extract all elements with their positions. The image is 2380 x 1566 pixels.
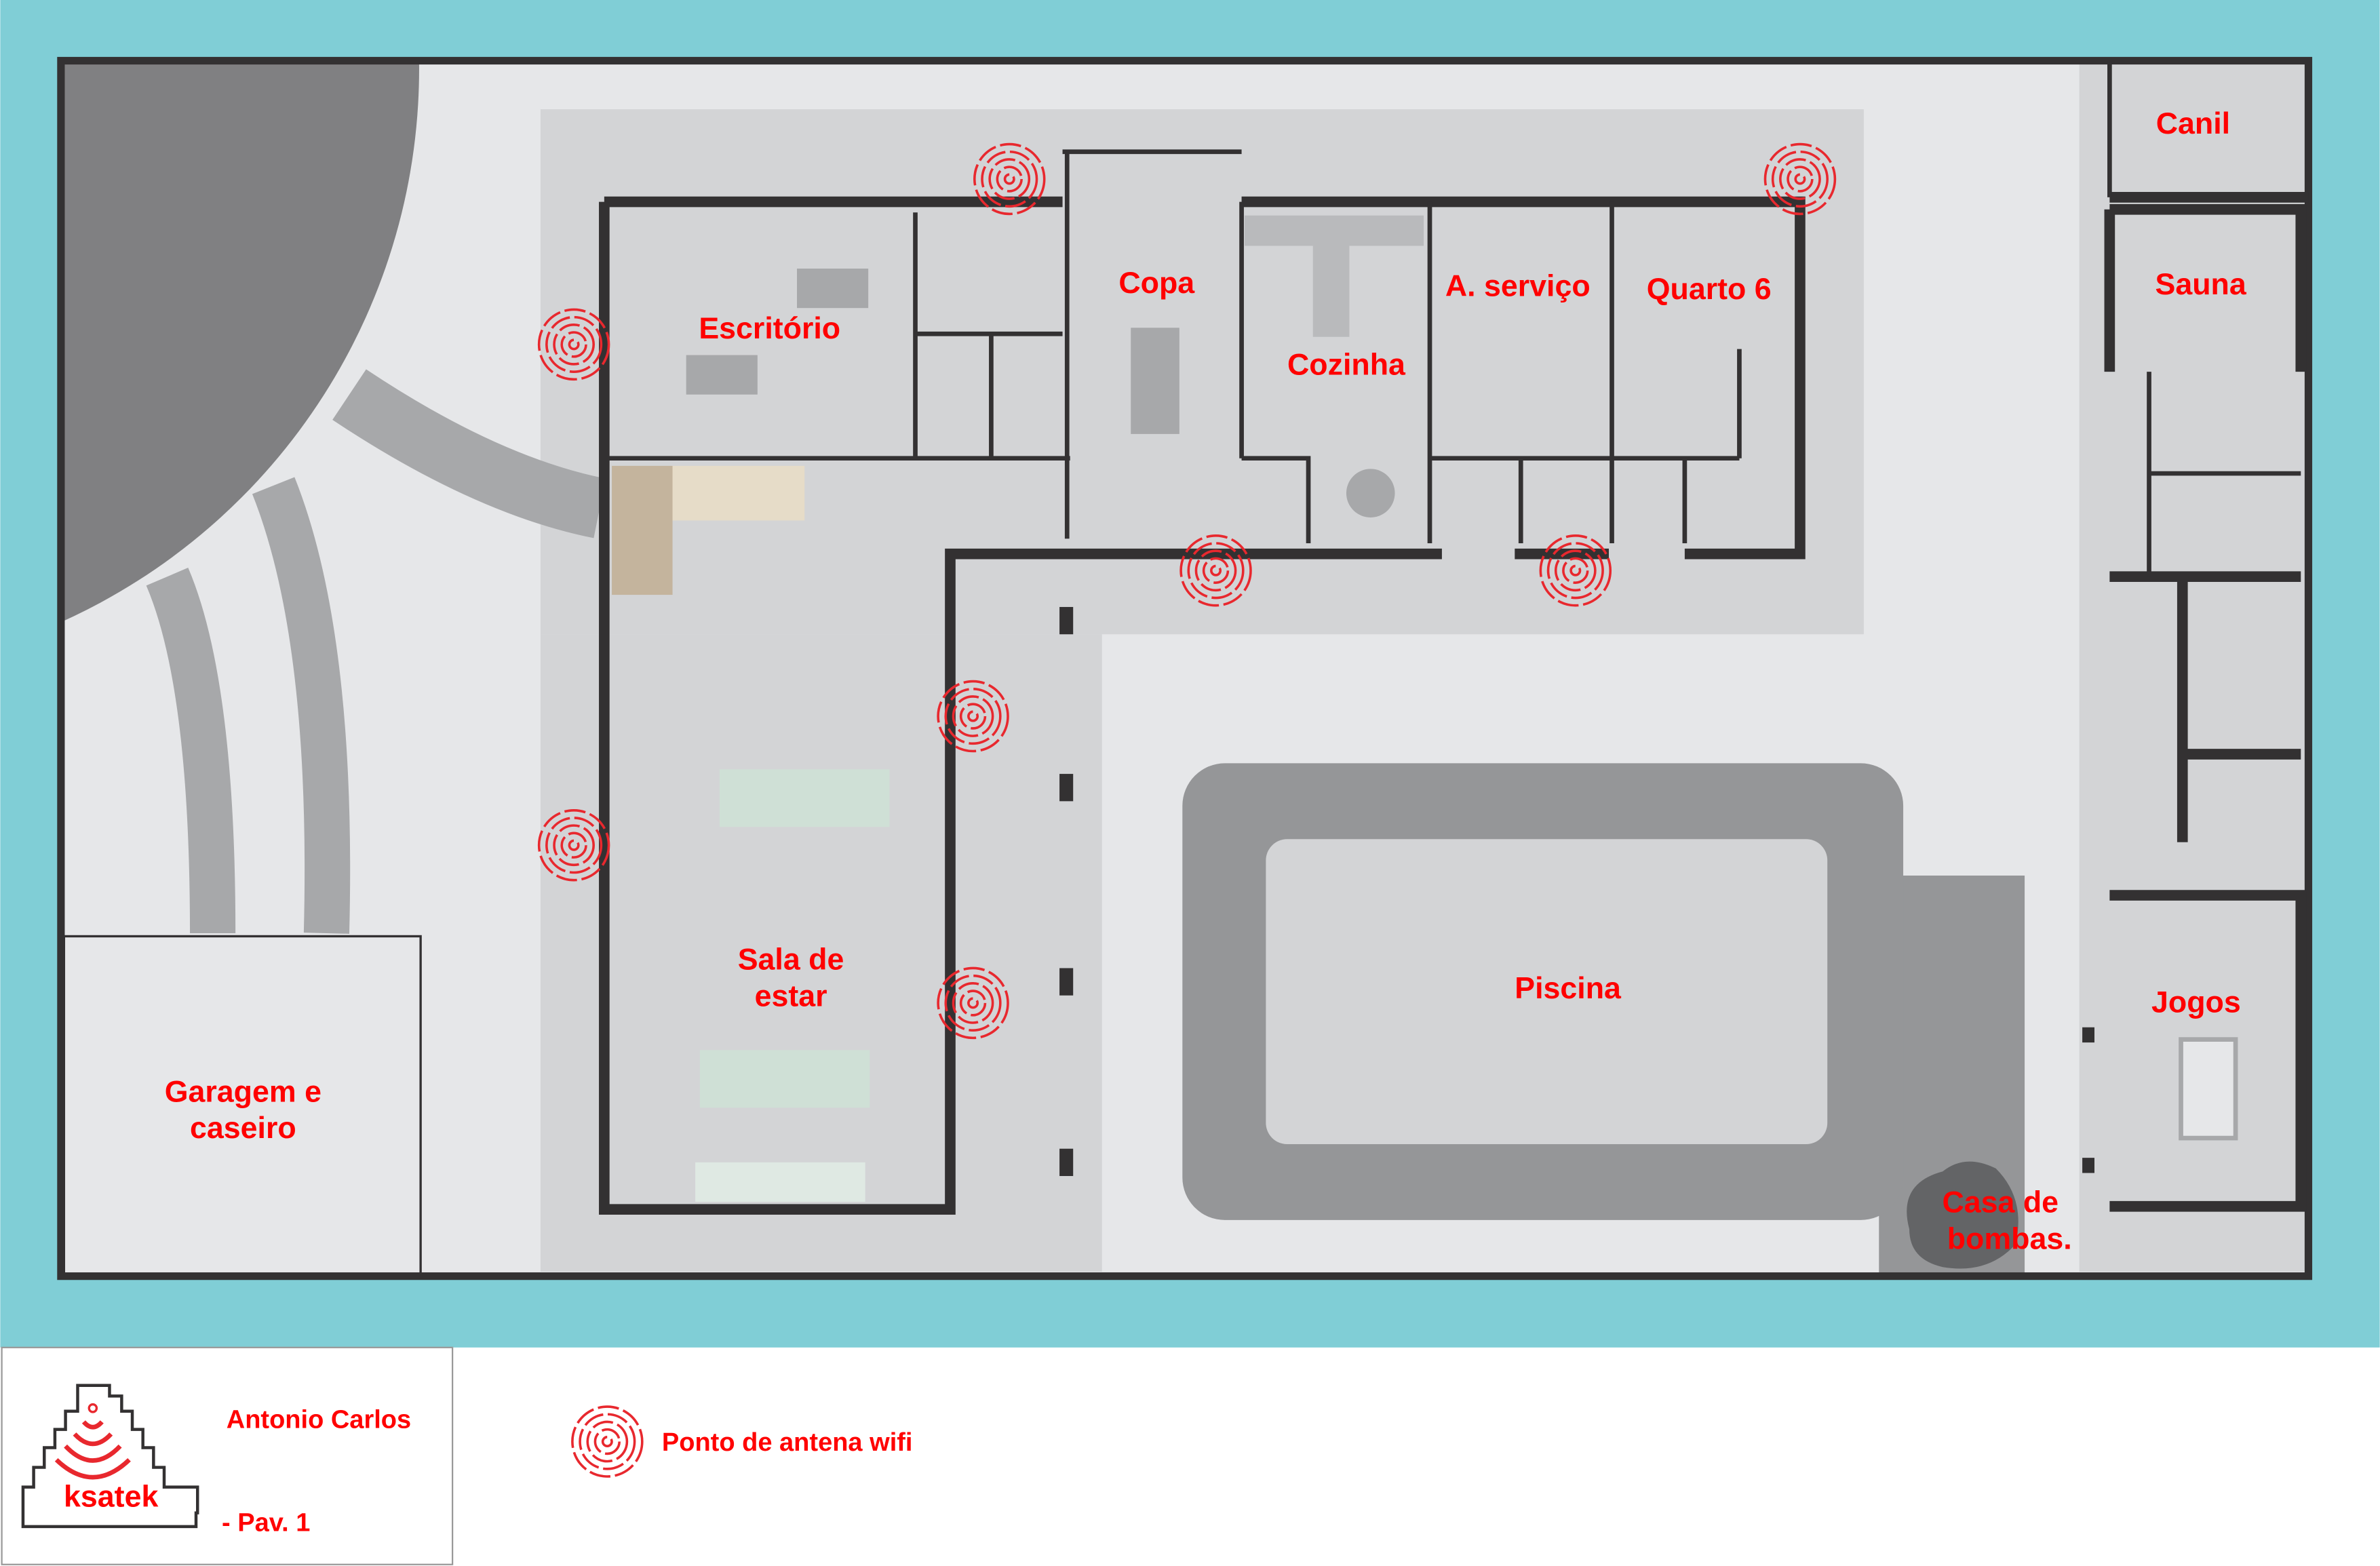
- room-label-jogos: Jogos: [2151, 985, 2241, 1019]
- wifi-legend-icon: [571, 1405, 644, 1478]
- room-label-sauna: Sauna: [2155, 267, 2246, 301]
- brand-name: ksatek: [64, 1480, 158, 1514]
- room-label-sala-2: estar: [755, 979, 827, 1013]
- floor-label: - Pav. 1: [222, 1509, 310, 1538]
- client-name: Antonio Carlos: [227, 1405, 411, 1434]
- wifi-points: [537, 142, 1837, 1040]
- driveway-path: [146, 568, 236, 934]
- driveway-path: [332, 369, 606, 539]
- office-desk: [797, 269, 869, 309]
- room-label-garagem-1: Garagem e: [165, 1074, 321, 1108]
- kitchen-island: [1312, 242, 1350, 337]
- wifi-antenna-icon: [1179, 534, 1252, 607]
- wifi-antenna-icon: [537, 808, 610, 882]
- sofa: [719, 769, 890, 827]
- driveway-path: [252, 477, 351, 934]
- garage-building: [62, 935, 422, 1278]
- tv-console: [695, 1162, 865, 1202]
- room-label-copa: Copa: [1118, 266, 1195, 300]
- room-label-piscina: Piscina: [1515, 971, 1622, 1005]
- pool: [1266, 839, 1828, 1145]
- ksatek-logo: ksatek: [21, 1384, 199, 1529]
- office-desk: [686, 355, 758, 395]
- round-structure: [60, 60, 419, 623]
- room-label-cozinha: Cozinha: [1287, 348, 1406, 382]
- room-label-garagem-2: caseiro: [190, 1111, 296, 1145]
- interior-walls: [604, 149, 1742, 543]
- wifi-antenna-icon: [571, 1405, 644, 1478]
- pool-table: [2179, 1037, 2238, 1141]
- wifi-antenna-icon: [537, 308, 610, 381]
- wifi-antenna-icon: [1539, 534, 1612, 607]
- house-walls: [599, 196, 1806, 1215]
- room-label-quarto6: Quarto 6: [1647, 272, 1772, 306]
- room-label-area-servico: A. serviço: [1445, 269, 1591, 302]
- dining-table: [1131, 328, 1179, 434]
- columns: [1059, 606, 1074, 1176]
- wifi-antenna-icon: [937, 966, 1009, 1040]
- sofa: [699, 1050, 870, 1108]
- annex-walls: [2104, 192, 2309, 1212]
- lot-boundary: [57, 56, 2313, 1280]
- room-label-escritorio: Escritório: [699, 311, 840, 345]
- stairs: [671, 465, 805, 521]
- entry-landing: [612, 465, 673, 595]
- room-label-casa-bombas-1: Casa de: [1942, 1186, 2059, 1219]
- wifi-antenna-icon: [973, 142, 1046, 216]
- round-table: [1346, 469, 1395, 517]
- annex-thin-walls: [2107, 60, 2301, 577]
- room-label-sala-1: Sala de: [738, 943, 844, 977]
- room-label-casa-bombas-2: bombas.: [1947, 1221, 2072, 1255]
- annex-column: [2082, 1158, 2094, 1173]
- wifi-antenna-icon: [1763, 142, 1837, 216]
- wifi-antenna-icon: [937, 680, 1009, 753]
- wifi-legend-label: Ponto de antena wifi: [662, 1428, 913, 1457]
- room-label-canil: Canil: [2156, 106, 2230, 140]
- kitchen-island: [1245, 215, 1424, 246]
- pump-house-rock: [1907, 1161, 2018, 1269]
- annex-column: [2082, 1027, 2094, 1043]
